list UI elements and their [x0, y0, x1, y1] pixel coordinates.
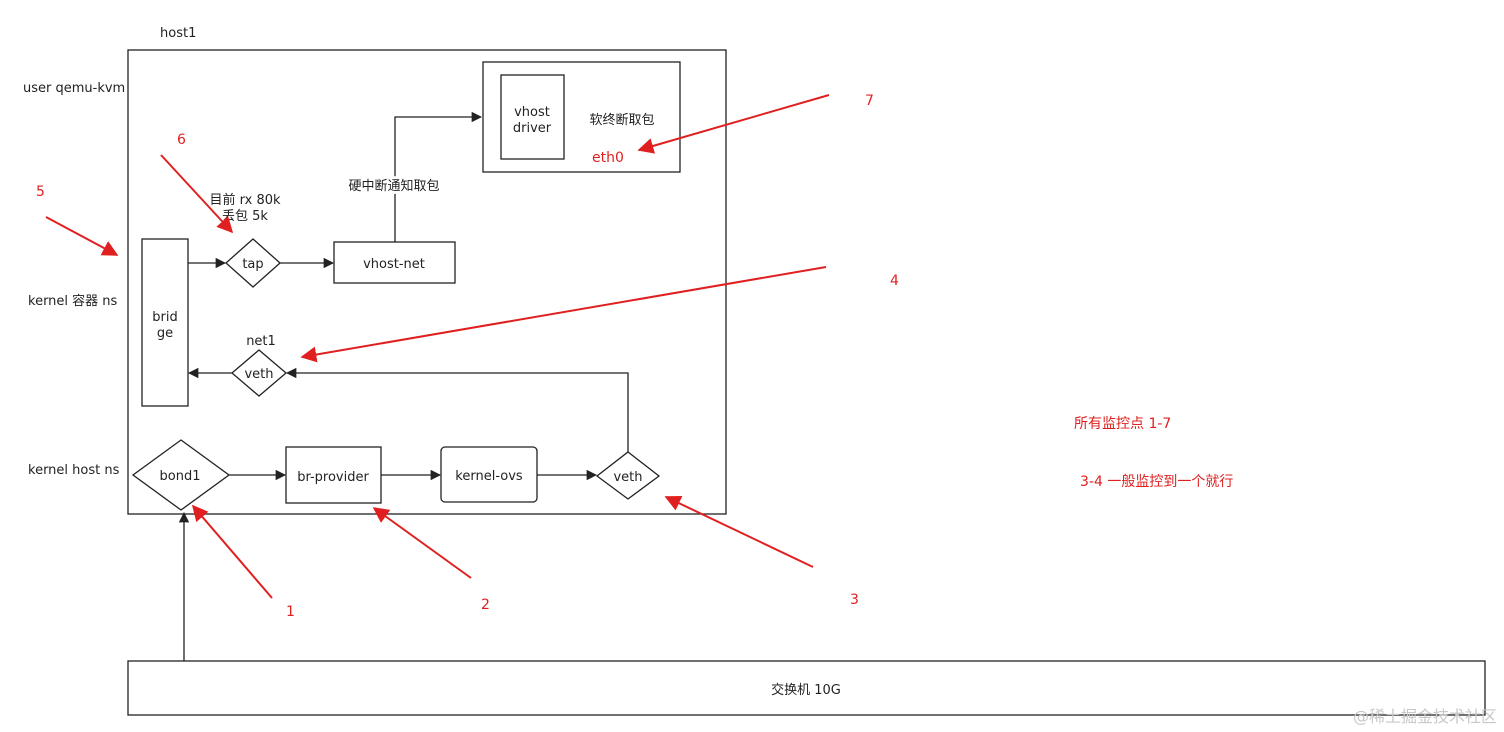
layer-label-kernel-container: kernel 容器 ns [28, 293, 118, 309]
monitor-arrow-1 [191, 504, 273, 599]
tap-diamond [225, 238, 281, 288]
hard-irq-connector [394, 111, 483, 242]
bridge-box [141, 238, 189, 407]
layer-label-kernel-host: kernel host ns [28, 463, 120, 478]
note-pick-one: 3-4 一般监控到一个就行 [1080, 474, 1233, 490]
monitor-point-4: 4 [890, 273, 899, 289]
tap-stats-drop: 丢包 5k [222, 209, 268, 224]
bridge-label-1: brid [152, 310, 177, 325]
monitor-arrow-7 [637, 94, 830, 154]
monitor-point-6: 6 [177, 132, 186, 148]
monitor-point-3: 3 [850, 592, 859, 608]
vhost-driver-label-2: driver [513, 121, 552, 136]
switch-box [127, 660, 1486, 716]
monitor-point-1: 1 [286, 604, 295, 620]
veth-host-label: veth [613, 470, 642, 485]
hard-irq-label: 硬中断通知取包 [348, 178, 439, 194]
note-all-points: 所有监控点 1-7 [1074, 416, 1171, 432]
vhost-net-label: vhost-net [363, 257, 425, 272]
veth-container-label: veth [244, 367, 273, 382]
kernel-ovs-label: kernel-ovs [455, 469, 523, 484]
monitor-arrow-5 [45, 216, 119, 256]
eth0-label: eth0 [592, 150, 624, 166]
monitor-point-2: 2 [481, 597, 490, 613]
monitor-point-7: 7 [865, 93, 874, 109]
host1-label: host1 [160, 26, 196, 41]
monitor-arrow-3 [664, 495, 814, 568]
watermark: @稀土掘金技术社区 [1353, 707, 1497, 726]
layer-label-user: user qemu-kvm [23, 81, 125, 96]
monitor-arrow-6 [160, 154, 234, 234]
host1-box [127, 49, 727, 515]
net1-label: net1 [246, 334, 276, 349]
vhost-driver-label-1: vhost [514, 105, 550, 120]
tap-label: tap [242, 257, 263, 272]
veth-host-diamond [595, 451, 661, 500]
veth-container-diamond [230, 349, 288, 397]
switch-label: 交换机 10G [771, 682, 841, 698]
br-provider-label: br-provider [297, 470, 369, 485]
veth-host-to-veth-container-connector [285, 367, 629, 452]
bond1-label: bond1 [160, 469, 201, 484]
monitor-arrow-2 [372, 507, 472, 579]
bridge-label-2: ge [157, 326, 173, 341]
soft-irq-label: 软终断取包 [589, 112, 654, 128]
vm-box [482, 61, 681, 173]
monitor-arrow-4 [300, 266, 827, 363]
tap-stats-rx: 目前 rx 80k [209, 192, 280, 208]
monitor-point-5: 5 [36, 184, 45, 200]
bond1-diamond [131, 439, 231, 511]
vhost-driver-box [500, 74, 565, 160]
